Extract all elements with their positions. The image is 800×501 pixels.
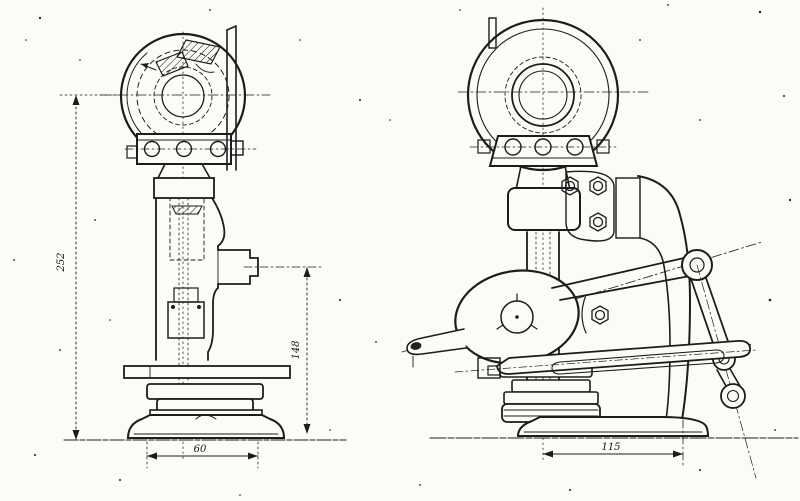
flange-bolt: [504, 138, 522, 156]
connecting-rod: [551, 257, 691, 301]
collar-discs: [146, 383, 264, 414]
crank-mechanism: [401, 241, 763, 479]
right-view-front-elevation: [401, 7, 799, 479]
flange-bolt: [143, 140, 161, 158]
pawl-section-hatched: [140, 39, 221, 77]
base-flange: [63, 409, 347, 441]
link-bars: [690, 277, 732, 353]
right-view-dimensions: [542, 419, 684, 467]
dimension-crank-height: 148: [291, 340, 302, 359]
crank-handle: [406, 328, 467, 356]
flange-bolt: [209, 140, 227, 158]
head-flange: [124, 133, 257, 165]
dimension-base-width-side: 60: [194, 444, 207, 455]
flange-bolt: [566, 138, 584, 156]
flange-bolt: [175, 140, 193, 158]
bracket-plate: [226, 25, 237, 171]
flange-bolt: [534, 138, 552, 156]
head-flange-front: [469, 135, 617, 167]
scan-noise-speckles: [13, 4, 792, 496]
handle-pin: [410, 342, 422, 350]
lever-bar: [123, 365, 291, 379]
dimension-base-width-front: 115: [601, 442, 620, 453]
left-view-side-elevation: [59, 25, 347, 469]
left-view-dimensions: [59, 94, 323, 469]
dimension-overall-height: 252: [56, 252, 67, 272]
column-body: [153, 163, 259, 386]
base-flange-front: [429, 416, 799, 439]
link-joint: [720, 383, 746, 409]
head-housing-front: [466, 18, 620, 172]
neck-collar: [507, 165, 581, 231]
top-pin: [488, 17, 497, 49]
